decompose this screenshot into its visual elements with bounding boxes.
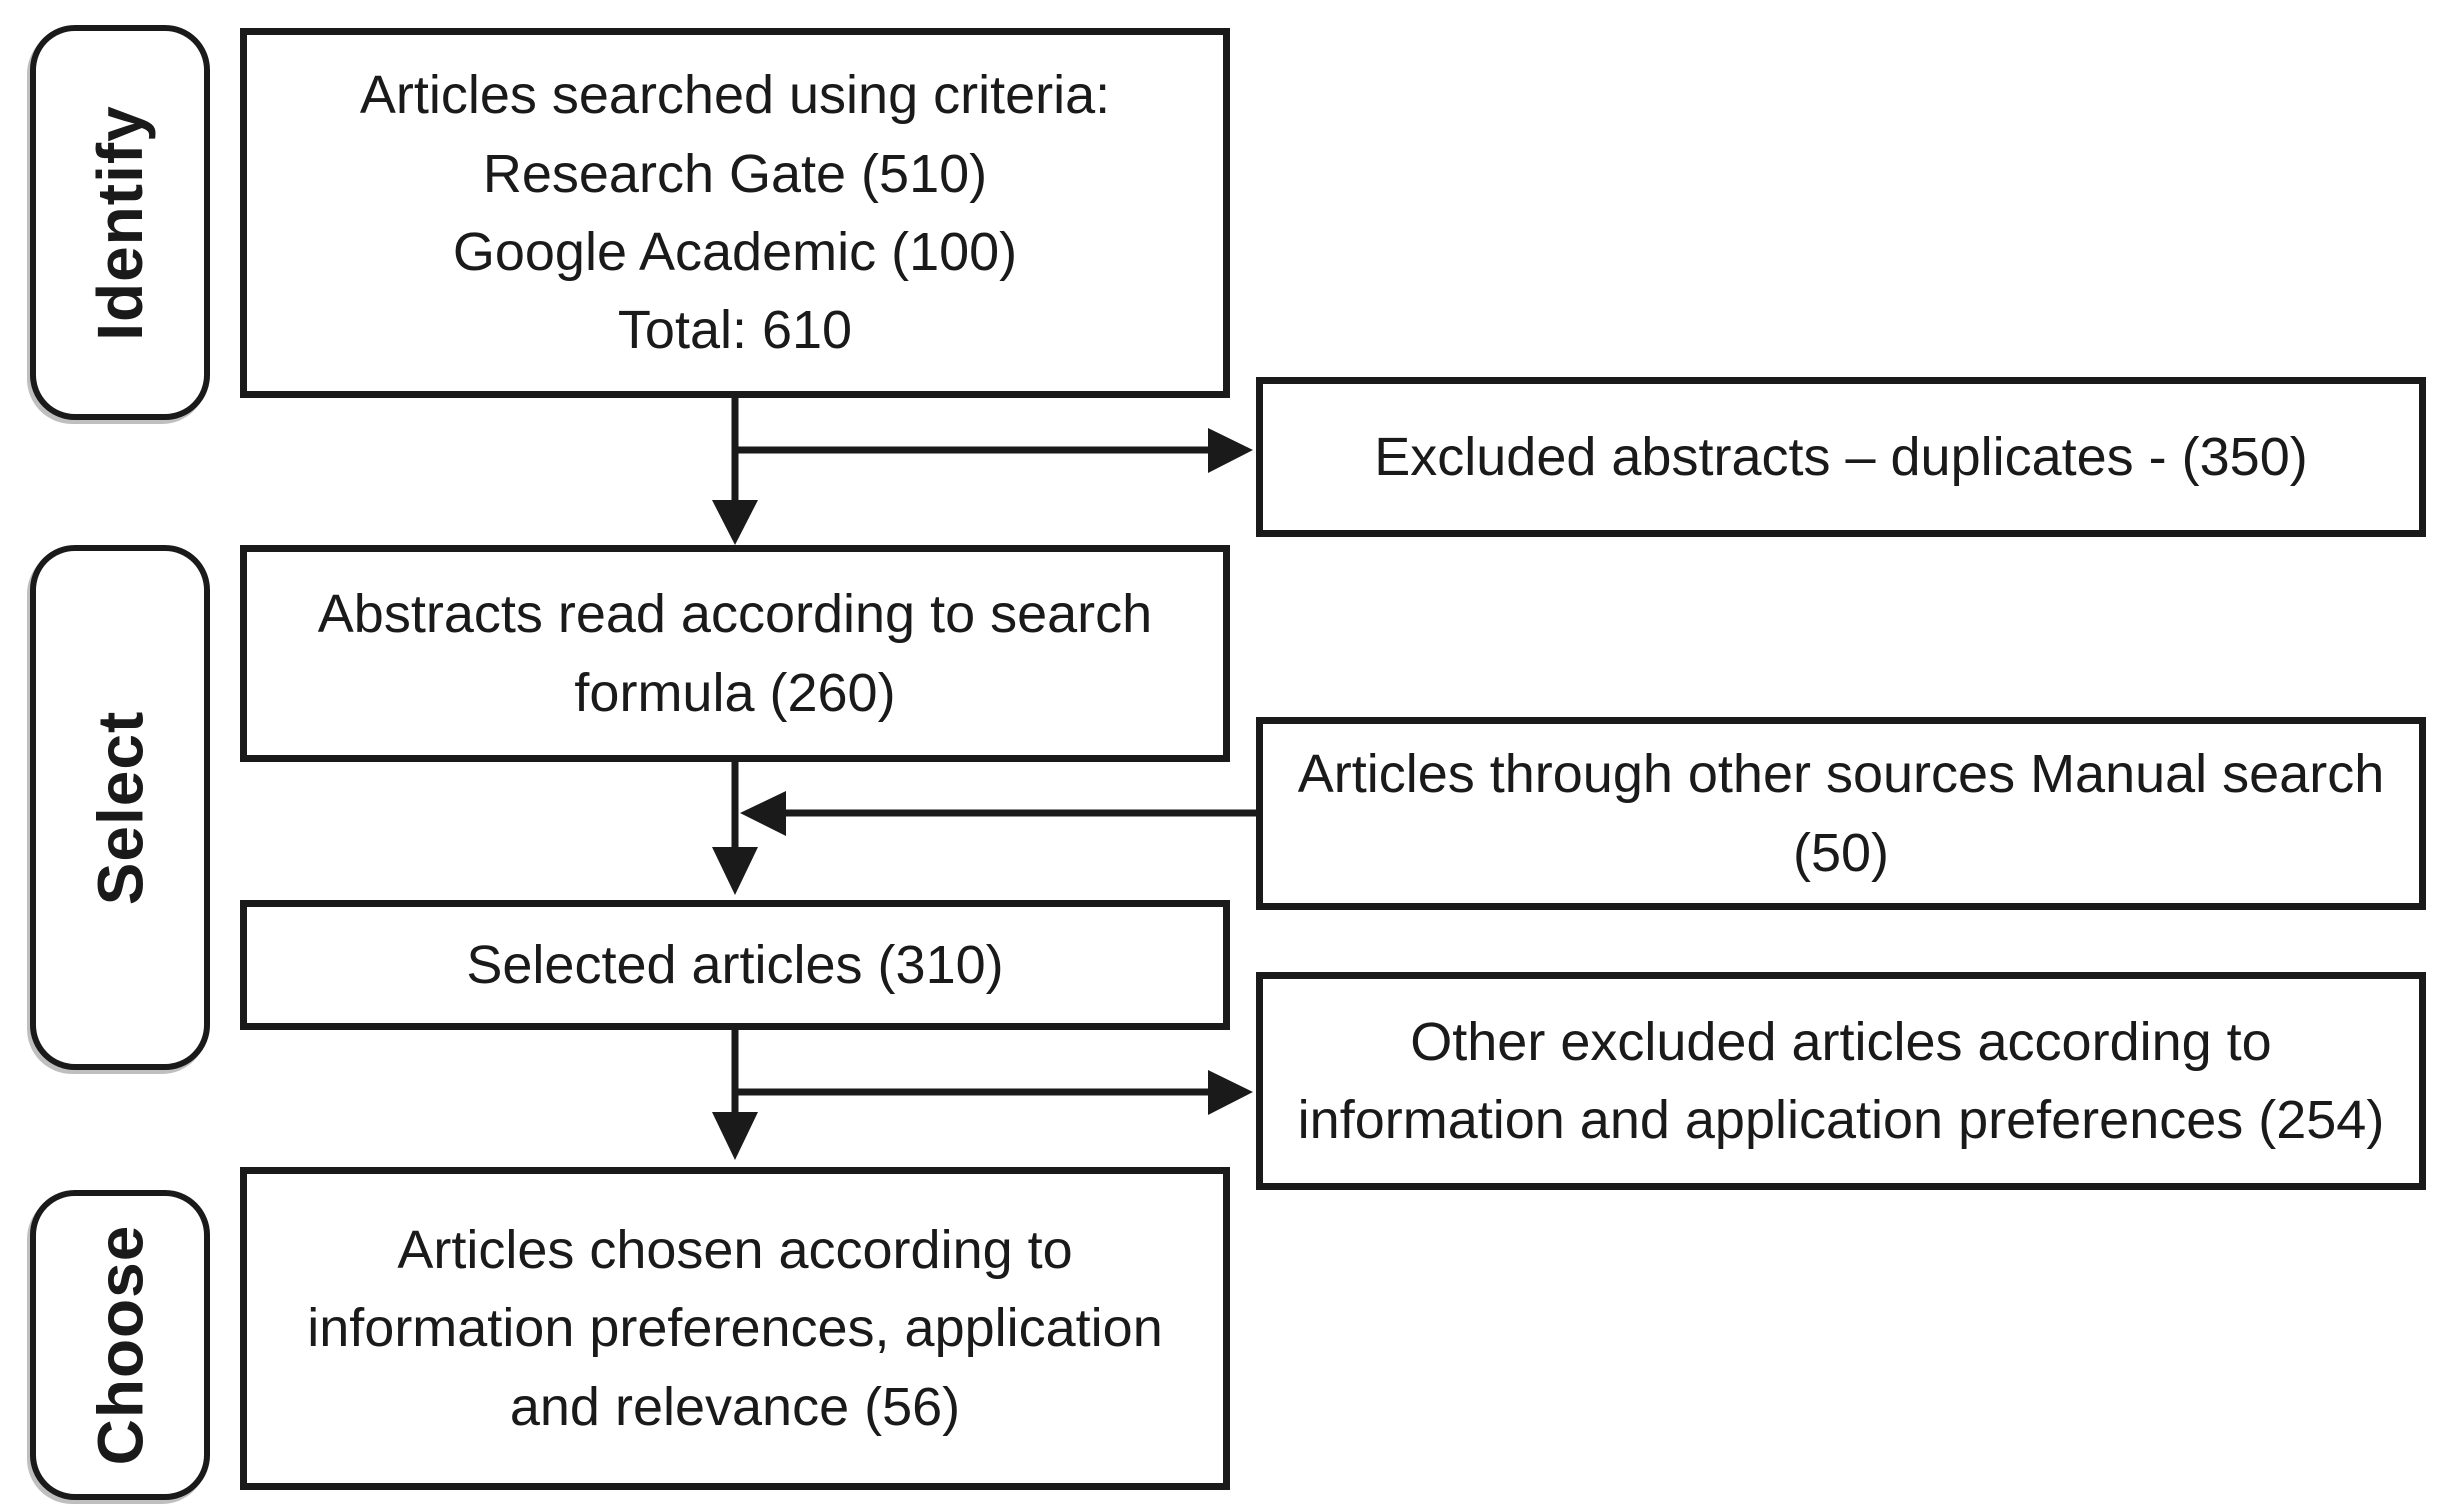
stage-identify: Identify [30,25,210,420]
arrow-selected-to-chosen [712,1027,758,1160]
box-articles-searched: Articles searched using criteria: Resear… [240,28,1230,398]
arrow-searched-to-excluded-duplicates [735,428,1253,473]
box-manual-search-sources-text: Articles through other sources Manual se… [1297,744,2385,883]
stage-select: Select [30,545,210,1070]
box-selected-articles-text: Selected articles (310) [466,934,1004,995]
arrow-read-to-selected [712,759,758,895]
box-articles-chosen: Articles chosen according to information… [240,1167,1230,1490]
stage-select-label: Select [84,710,156,905]
box-other-excluded-articles-text: Other excluded articles according to inf… [1297,1011,2385,1150]
box-abstracts-read: Abstracts read according to search formu… [240,545,1230,762]
box-selected-articles: Selected articles (310) [240,900,1230,1030]
arrow-searched-to-read [712,395,758,545]
box-other-excluded-articles: Other excluded articles according to inf… [1256,972,2426,1190]
box-excluded-duplicates-text: Excluded abstracts – duplicates - (350) [1374,426,2308,487]
stage-choose: Choose [30,1190,210,1500]
box-abstracts-read-text: Abstracts read according to search formu… [317,584,1153,723]
box-articles-searched-text: Articles searched using criteria: Resear… [359,65,1111,361]
stage-choose-label: Choose [84,1224,156,1466]
arrow-manual-search-into-flow [740,791,1256,836]
box-articles-chosen-text: Articles chosen according to information… [307,1220,1163,1437]
stage-identify-label: Identify [84,104,156,341]
box-manual-search-sources: Articles through other sources Manual se… [1256,717,2426,910]
arrow-selected-to-other-excluded [735,1070,1253,1115]
box-excluded-duplicates: Excluded abstracts – duplicates - (350) [1256,377,2426,537]
